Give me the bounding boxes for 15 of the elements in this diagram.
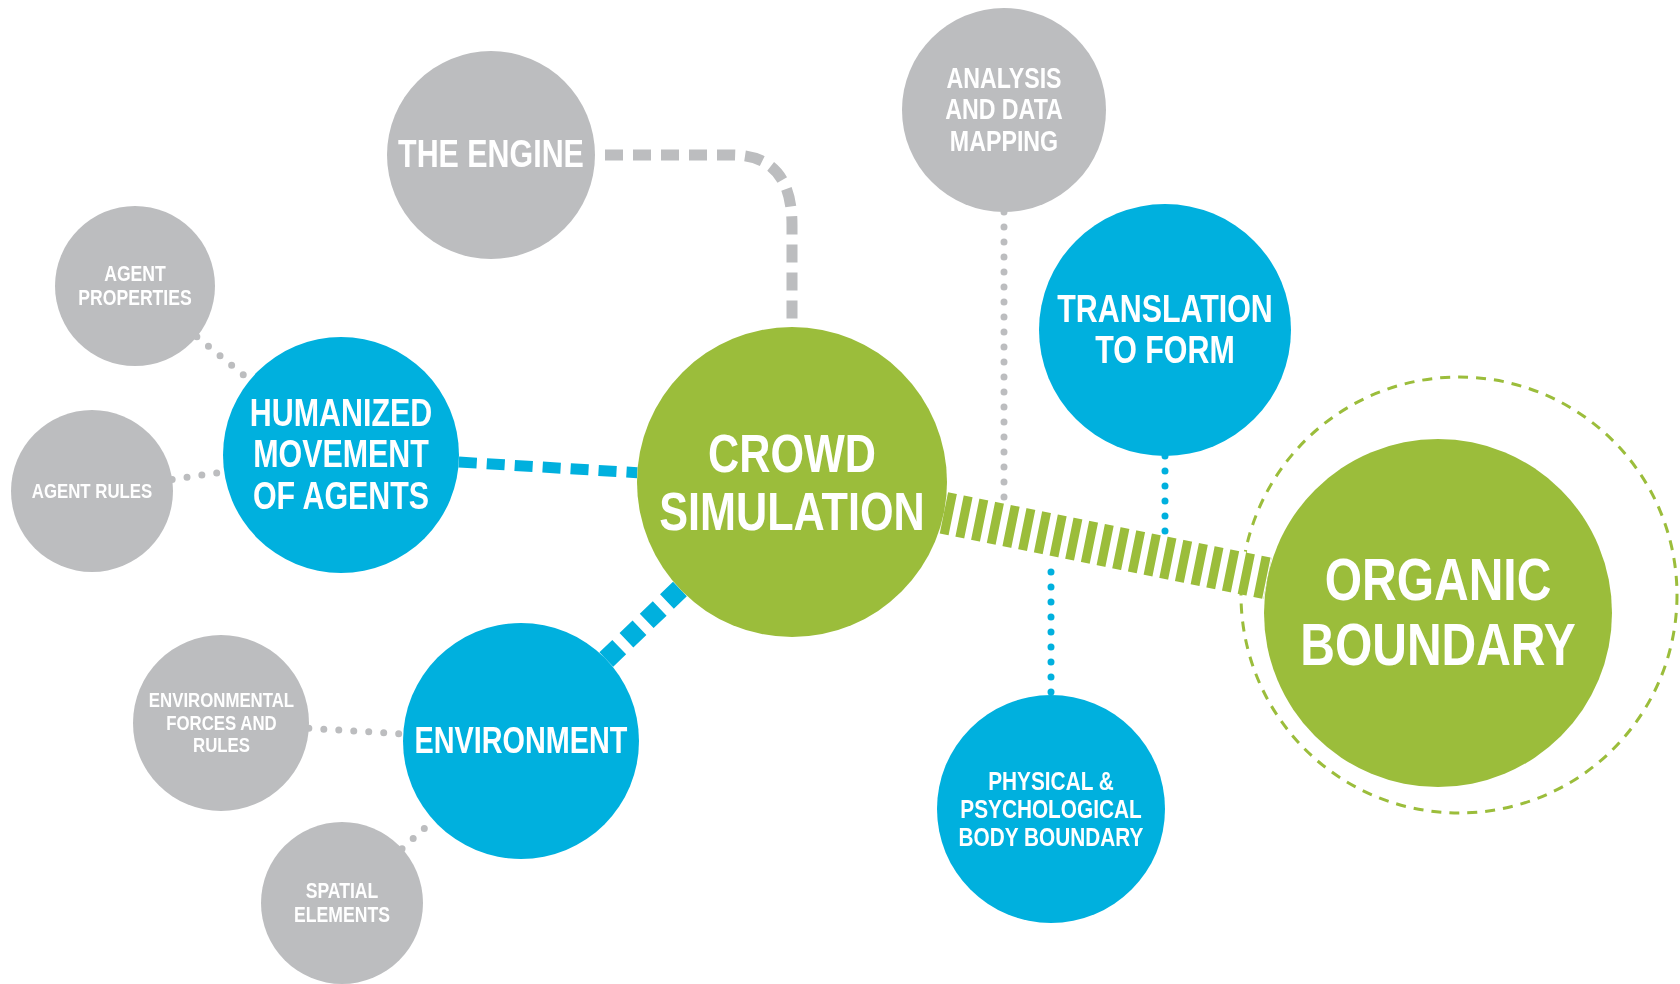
topic-label: ORGANIC BOUNDARY <box>1299 548 1577 678</box>
topic-label: AGENT RULES <box>30 479 154 503</box>
topic-label: PHYSICAL & PSYCHOLOGICAL BODY BOUNDARY <box>957 766 1145 852</box>
topic-label: HUMANIZED MOVEMENT OF AGENTS <box>248 393 434 517</box>
topic-label: ENVIRONMENT <box>413 721 629 761</box>
dashed-connector <box>458 456 638 479</box>
topic-label: TRANSLATION TO FORM <box>1056 288 1274 372</box>
dashed-connector <box>599 581 687 667</box>
topic-label: ENVIRONMENTAL FORCES AND RULES <box>147 689 295 757</box>
striped-connector <box>939 492 1272 599</box>
topic-label: AGENT PROPERTIES <box>77 262 193 310</box>
topic-label: SPATIAL ELEMENTS <box>293 879 391 927</box>
topic-label: CROWD SIMULATION <box>658 423 926 541</box>
topic-label: THE ENGINE <box>397 134 585 176</box>
topic-label: ANALYSIS AND DATA MAPPING <box>944 63 1064 157</box>
